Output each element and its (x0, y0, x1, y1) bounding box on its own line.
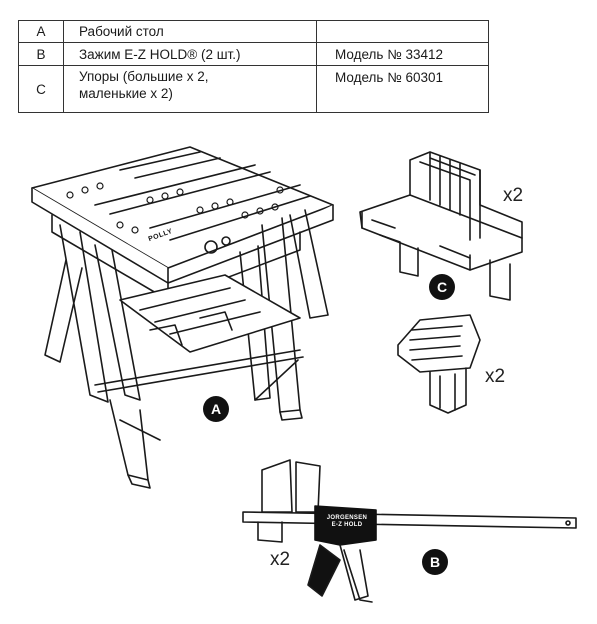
clamp-brand-line1: JORGENSEN (326, 515, 368, 521)
badge-b: B (422, 549, 448, 575)
workbench-drawing (31, 146, 334, 489)
row-description: Упоры (большие x 2, маленькие x 2) (63, 65, 317, 113)
table-row: B Зажим E-Z HOLD® (2 шт.) Модель № 33412 (18, 42, 489, 66)
row-description-line2: маленькие x 2) (79, 86, 173, 101)
large-stop-drawing (359, 151, 523, 301)
row-model: Модель № 33412 (316, 42, 489, 66)
clamp-quantity: x2 (270, 549, 291, 570)
small-stop-quantity: x2 (485, 366, 506, 387)
clamp-brand-line2: E-Z HOLD (331, 522, 363, 528)
row-model: Модель № 60301 (316, 65, 489, 113)
row-letter: B (18, 42, 64, 66)
large-stop-quantity: x2 (503, 185, 524, 206)
table-row: C Упоры (большие x 2, маленькие x 2) Мод… (18, 65, 489, 113)
clamp-brand-label: JORGENSEN E-Z HOLD (322, 515, 372, 529)
clamp-drawing (242, 459, 577, 603)
badge-c: C (429, 274, 455, 300)
row-description-line1: Упоры (большие x 2, (79, 69, 209, 84)
row-letter: C (18, 65, 64, 113)
table-row: A Рабочий стол (18, 20, 489, 43)
parts-table: A Рабочий стол B Зажим E-Z HOLD® (2 шт.)… (18, 20, 489, 113)
badge-a: A (203, 396, 229, 422)
small-stop-drawing (397, 314, 481, 414)
